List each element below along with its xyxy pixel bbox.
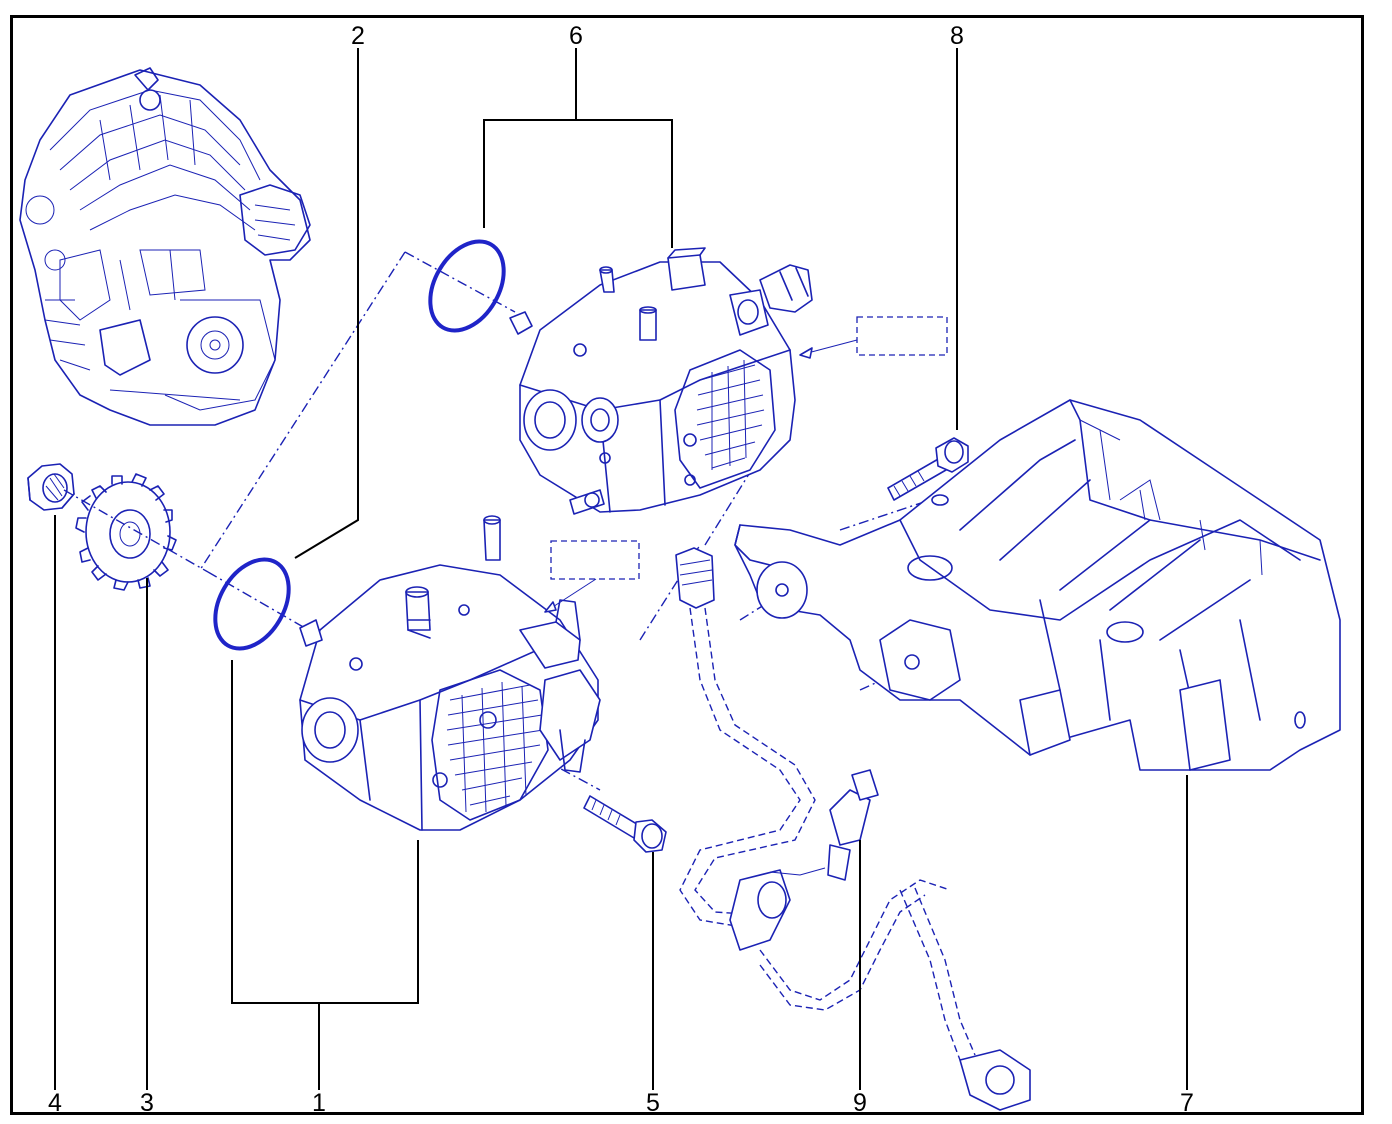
pump-bracket-icon [734, 399, 1341, 771]
diagram-frame [10, 15, 1364, 1115]
o-ring-seal-icon [213, 239, 506, 651]
bracket-bolt-icon [887, 437, 969, 501]
callout-1: 1 [312, 1089, 326, 1117]
reference-boxes [544, 316, 948, 613]
callout-8: 8 [950, 22, 964, 50]
reference-box-lower [550, 540, 640, 580]
callout-2: 2 [351, 22, 365, 50]
callout-9: 9 [853, 1089, 867, 1117]
high-pressure-pump-icon [299, 515, 601, 831]
mounting-bolt-icon [583, 795, 667, 853]
sensor-harness-icon [675, 547, 1031, 1111]
callout-5: 5 [646, 1089, 660, 1117]
reference-box-upper [856, 316, 948, 356]
gear-nut-icon [27, 463, 75, 511]
leader-lines [54, 48, 1188, 1090]
callout-6: 6 [569, 22, 583, 50]
callout-3: 3 [140, 1089, 154, 1117]
pump-drive-gear-icon [75, 473, 177, 591]
callout-labels: 2 6 8 4 3 1 5 9 7 [48, 22, 1194, 1117]
callout-7: 7 [1180, 1089, 1194, 1117]
pump-assembly-icon [509, 247, 813, 515]
callout-4: 4 [48, 1089, 62, 1117]
engine-overview-icon [19, 67, 311, 426]
